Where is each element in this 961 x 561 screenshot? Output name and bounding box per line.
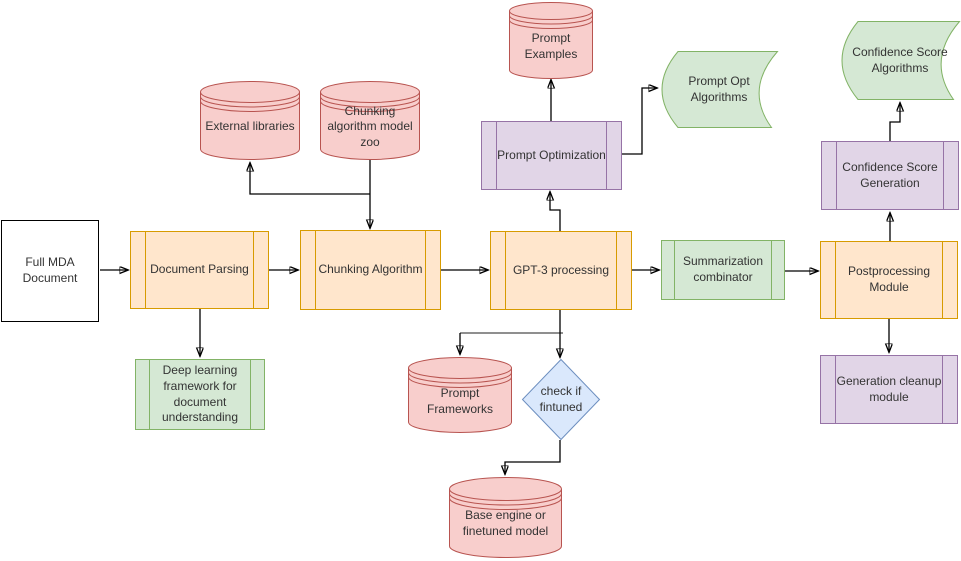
confidence-score-generation-label: Confidence Score Generation — [842, 159, 938, 190]
node-confidence-score-algorithms: Confidence Score Algorithms — [840, 21, 961, 100]
stored-shape — [841, 21, 961, 100]
node-prompt-frameworks: Prompt Frameworks — [408, 357, 512, 433]
edge-gpt3-to-promptopt — [550, 192, 561, 231]
cylinder-shape — [449, 477, 562, 558]
node-deep-learning-framework: Deep learning framework for document und… — [135, 359, 265, 430]
check-if-fintuned-label: check if fintuned — [539, 383, 583, 414]
edge-branch-to-external-libraries — [250, 163, 370, 195]
chunking-algorithm-label: Chunking Algorithm — [318, 262, 423, 277]
diamond-shape — [521, 358, 601, 441]
base-engine-label: Base engine or finetuned model — [462, 508, 549, 538]
edge-promptopt-to-optalgorithms — [622, 88, 657, 155]
node-chunking-algorithm: Chunking Algorithm — [300, 230, 441, 310]
stored-shape — [661, 51, 779, 128]
node-check-if-fintuned: check if fintuned — [521, 358, 601, 441]
node-external-libraries: External libraries — [200, 81, 300, 160]
edge-diamond-to-baseengine — [505, 440, 561, 474]
node-generation-cleanup-module: Generation cleanup module — [820, 355, 958, 424]
edge-confgeneration-to-confalgorithms — [889, 103, 900, 141]
postprocessing-module-label: Postprocessing Module — [847, 264, 931, 294]
node-prompt-opt-algorithms: Prompt Opt Algorithms — [660, 51, 779, 128]
chunking-model-zoo-label: Chunking algorithm model zoo — [327, 103, 413, 149]
node-confidence-score-generation: Confidence Score Generation — [821, 141, 959, 210]
document-parsing-label: Document Parsing — [150, 262, 249, 277]
generation-cleanup-module-label: Generation cleanup module — [836, 373, 942, 404]
summarization-combinator-label: Summarization combinator — [682, 254, 764, 284]
prompt-frameworks-label: Prompt Frameworks — [426, 385, 493, 416]
prompt-optimization-label: Prompt Optimization — [497, 147, 606, 162]
cylinder-shape — [200, 81, 300, 160]
external-libraries-label: External libraries — [205, 119, 295, 134]
prompt-examples-label: Prompt Examples — [524, 31, 578, 61]
node-base-engine: Base engine or finetuned model — [449, 477, 562, 558]
cylinder-shape — [320, 81, 420, 160]
confidence-score-algorithms-label: Confidence Score Algorithms — [852, 44, 948, 75]
deep-learning-framework-label: Deep learning framework for document und… — [161, 363, 239, 425]
node-summarization-combinator: Summarization combinator — [661, 240, 785, 300]
node-chunking-model-zoo: Chunking algorithm model zoo — [320, 81, 420, 160]
node-document-parsing: Document Parsing — [130, 231, 269, 309]
node-gpt3-processing: GPT-3 processing — [490, 231, 632, 310]
node-prompt-examples: Prompt Examples — [509, 2, 593, 79]
prompt-opt-algorithms-label: Prompt Opt Algorithms — [688, 73, 750, 104]
cylinder-shape — [509, 2, 593, 79]
node-prompt-optimization: Prompt Optimization — [481, 121, 622, 190]
node-postprocessing-module: Postprocessing Module — [820, 241, 958, 319]
full-mda-document-label: Full MDA Document — [22, 255, 78, 285]
cylinder-shape — [408, 357, 512, 433]
node-full-mda-document: Full MDA Document — [1, 220, 99, 322]
gpt3-processing-label: GPT-3 processing — [512, 262, 610, 277]
